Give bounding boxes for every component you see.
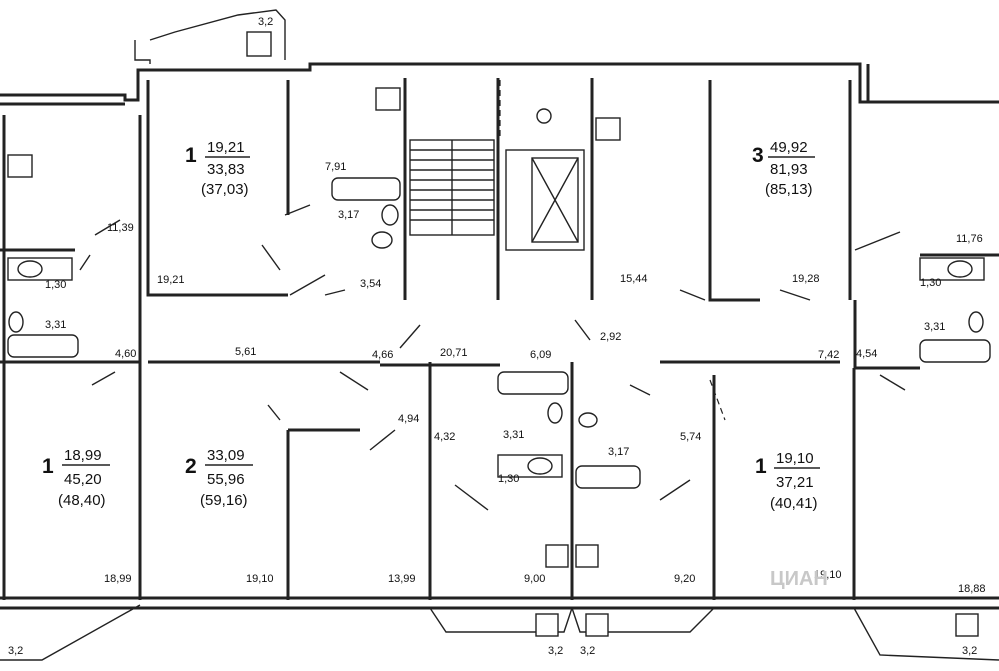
bathroom-fixtures [7, 177, 991, 489]
apartment-living-area: 19,21 [207, 139, 245, 156]
stoves [7, 87, 621, 568]
apartment-gross-area: (37,03) [201, 181, 249, 198]
room-area: 13,99 [388, 573, 416, 585]
apartment-label-br: 1 19,10 37,21 (40,41) [755, 450, 820, 512]
lobby-area: 6,09 [530, 349, 551, 361]
apartment-label-tl: 1 19,21 33,83 (37,03) [185, 139, 250, 198]
hall-area: 4,66 [372, 349, 393, 361]
kitchen-area: 9,20 [674, 573, 695, 585]
hall-area: 4,94 [398, 413, 419, 425]
stairwell [409, 139, 495, 236]
apartment-label-bl: 1 18,99 45,20 (48,40) [42, 447, 110, 509]
balcony-area: 3,2 [8, 645, 23, 657]
dashed-lines [499, 80, 726, 421]
room-area-labels: 3,2 11,39 19,21 7,91 3,17 3,54 1,30 3,31… [8, 16, 986, 657]
elevator-shaft [505, 108, 585, 251]
apartment-living-area: 19,10 [776, 450, 814, 467]
corridor-area: 20,71 [440, 347, 468, 359]
room-area: 19,28 [792, 273, 820, 285]
stairs-hall-area: 2,92 [600, 331, 621, 343]
balcony-area: 3,2 [580, 645, 595, 657]
hall-area: 5,61 [235, 346, 256, 358]
balcony-area: 3,2 [962, 645, 977, 657]
hall-area: 4,60 [115, 348, 136, 360]
balcony-area: 3,2 [548, 645, 563, 657]
bath-area: 3,31 [503, 429, 524, 441]
apartment-gross-area: (59,16) [200, 492, 248, 509]
apartment-rooms: 1 [42, 455, 54, 478]
hall-area: 5,74 [680, 431, 701, 443]
apartment-label-tr: 3 49,92 81,93 (85,13) [752, 139, 815, 198]
balcony-top [134, 9, 286, 64]
room-area: 18,99 [104, 573, 132, 585]
room-area: 19,10 [246, 573, 274, 585]
wc-area: 3,17 [338, 209, 359, 221]
room-area: 19,10 [814, 569, 842, 581]
apartment-gross-area: (48,40) [58, 492, 106, 509]
wc-area: 1,30 [45, 279, 66, 291]
kitchen-area: 11,39 [107, 222, 134, 234]
kitchen-area: 11,76 [956, 233, 983, 245]
bath-area: 7,91 [325, 161, 346, 173]
hall-area: 3,54 [360, 278, 381, 290]
apartment-gross-area: (40,41) [770, 495, 818, 512]
apartment-rooms: 3 [752, 144, 764, 167]
room-area: 19,21 [157, 274, 185, 286]
wc-area: 1,30 [498, 473, 519, 485]
interior-walls [0, 78, 999, 600]
apartment-label-b2: 2 33,09 55,96 (59,16) [185, 447, 253, 509]
apartment-rooms: 1 [755, 455, 767, 478]
apartment-total-area: 55,96 [207, 471, 245, 488]
exterior-walls [0, 62, 999, 610]
room-area: 18,88 [958, 583, 986, 595]
wc-area: 1,30 [920, 277, 941, 289]
watermark: ЦИАН [770, 568, 828, 590]
hall-area: 4,54 [856, 348, 877, 360]
apartment-rooms: 1 [185, 144, 197, 167]
room-area: 15,44 [620, 273, 648, 285]
balcony-area: 3,2 [258, 16, 273, 28]
balconies-bottom [0, 604, 999, 661]
bath-area: 3,31 [924, 321, 945, 333]
apartment-total-area: 37,21 [776, 474, 814, 491]
apartment-gross-area: (85,13) [765, 181, 813, 198]
hall-area: 4,32 [434, 431, 455, 443]
kitchen-area: 9,00 [524, 573, 545, 585]
apartment-living-area: 18,99 [64, 447, 102, 464]
apartment-living-area: 33,09 [207, 447, 245, 464]
bath-area: 3,31 [45, 319, 66, 331]
apartment-total-area: 45,20 [64, 471, 102, 488]
apartment-living-area: 49,92 [770, 139, 808, 156]
door-swings [79, 204, 906, 511]
bath-area: 3,17 [608, 446, 629, 458]
apartment-rooms: 2 [185, 455, 197, 478]
hall-area: 7,42 [818, 349, 839, 361]
apartment-total-area: 81,93 [770, 161, 808, 178]
apartment-total-area: 33,83 [207, 161, 245, 178]
